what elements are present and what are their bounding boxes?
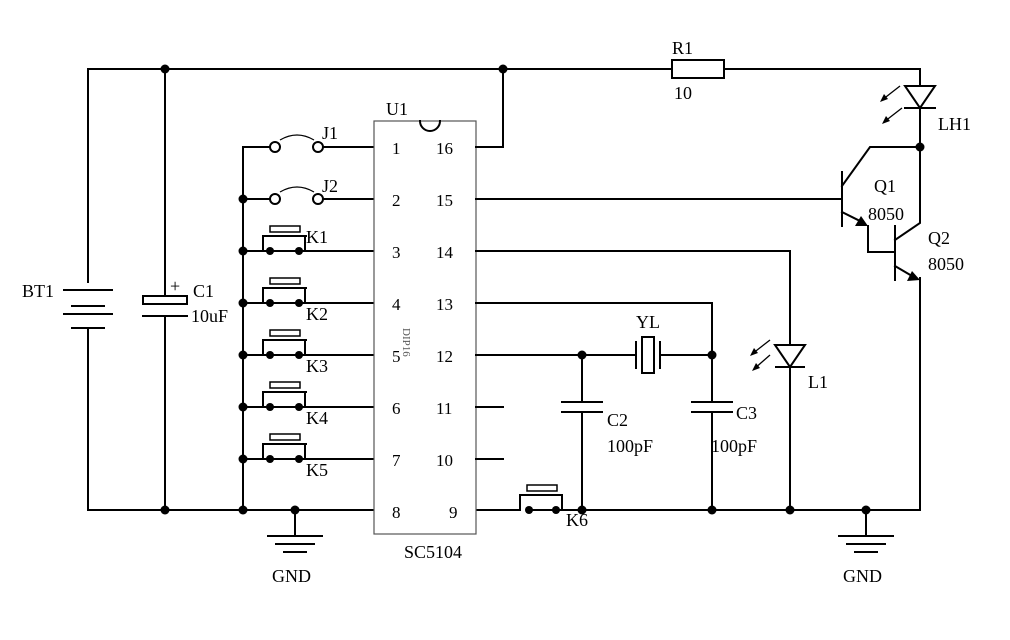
ic-pin-11: 11 — [436, 399, 452, 418]
resistor-r1 — [671, 59, 725, 79]
gnd-left-label: GND — [272, 566, 311, 586]
c2-ref-label: C2 — [607, 410, 628, 430]
transistor-q1 — [840, 146, 921, 227]
l1-label: L1 — [808, 372, 828, 392]
top-rail-right — [723, 68, 921, 87]
jumper-j2 — [242, 186, 375, 205]
k5-label: K5 — [306, 460, 328, 480]
ic-pin-9: 9 — [449, 503, 458, 522]
ic-pin-8: 8 — [392, 503, 401, 522]
r1-value-label: 10 — [674, 83, 692, 103]
q2-value-label: 8050 — [928, 254, 964, 274]
j2-label: J2 — [322, 176, 338, 196]
switch-k4 — [242, 381, 375, 411]
c3-ref-label: C3 — [736, 403, 757, 423]
switch-k5 — [242, 433, 375, 463]
junction-dots — [160, 64, 925, 515]
switch-k1 — [242, 225, 375, 255]
ground-symbol-left — [267, 509, 323, 553]
q2-ref-label: Q2 — [928, 228, 950, 248]
ic-pin-7: 7 — [392, 451, 401, 470]
j1-label: J1 — [322, 123, 338, 143]
ic-pin-13: 13 — [436, 295, 453, 314]
bottom-rail-right-2 — [559, 277, 921, 511]
c3-value-label: 100pF — [711, 436, 757, 456]
ic-u1-part: SC5104 — [404, 542, 462, 562]
ic-pin-2: 2 — [392, 191, 401, 210]
c1-value-label: 10uF — [191, 306, 228, 326]
led-lh1 — [880, 85, 937, 148]
yl-label: YL — [636, 312, 660, 332]
wire-pin16 — [475, 68, 504, 148]
led-l1 — [750, 339, 807, 371]
ic-pin-16: 16 — [436, 139, 453, 158]
k3-label: K3 — [306, 356, 328, 376]
bt1-label: BT1 — [22, 281, 54, 301]
wire-pin13 — [475, 302, 713, 403]
switch-k6 — [519, 484, 563, 514]
switch-k2 — [242, 277, 375, 307]
gnd-right-label: GND — [843, 566, 882, 586]
ic-pin-6: 6 — [392, 399, 401, 418]
wire-pin14 — [475, 250, 791, 346]
c1-ref-label: C1 — [193, 281, 214, 301]
lh1-label: LH1 — [938, 114, 971, 134]
ground-symbol-right — [838, 509, 894, 553]
k1-label: K1 — [306, 227, 328, 247]
ic-u1-body — [373, 120, 477, 535]
capacitor-c2 — [561, 401, 603, 413]
ic-pin-3: 3 — [392, 243, 401, 262]
ic-u1-package: DIP16 — [400, 328, 412, 357]
ic-u1-ref: U1 — [386, 99, 408, 119]
q1-ref-label: Q1 — [874, 176, 896, 196]
ic-pin-1: 1 — [392, 139, 401, 158]
ic-pin-5: 5 — [392, 347, 401, 366]
ic-pin-14: 14 — [436, 243, 454, 262]
q1-value-label: 8050 — [868, 204, 904, 224]
r1-ref-label: R1 — [672, 38, 693, 58]
c2-value-label: 100pF — [607, 436, 653, 456]
k2-label: K2 — [306, 304, 328, 324]
capacitor-c1 — [142, 68, 188, 511]
ic-pin-4: 4 — [392, 295, 401, 314]
k4-label: K4 — [306, 408, 328, 428]
crystal-yl — [635, 336, 661, 374]
ic-pin-15: 15 — [436, 191, 453, 210]
battery-bt1 — [63, 68, 113, 511]
k6-label: K6 — [566, 510, 588, 530]
capacitor-c3 — [691, 401, 733, 413]
ic-pin-12: 12 — [436, 347, 453, 366]
ic-u1-notch — [418, 119, 442, 132]
transistor-q2 — [867, 146, 921, 281]
switch-k3 — [242, 329, 375, 359]
c1-plus-sign: + — [170, 276, 180, 296]
ic-pin-10: 10 — [436, 451, 453, 470]
jumper-j1 — [242, 134, 375, 153]
